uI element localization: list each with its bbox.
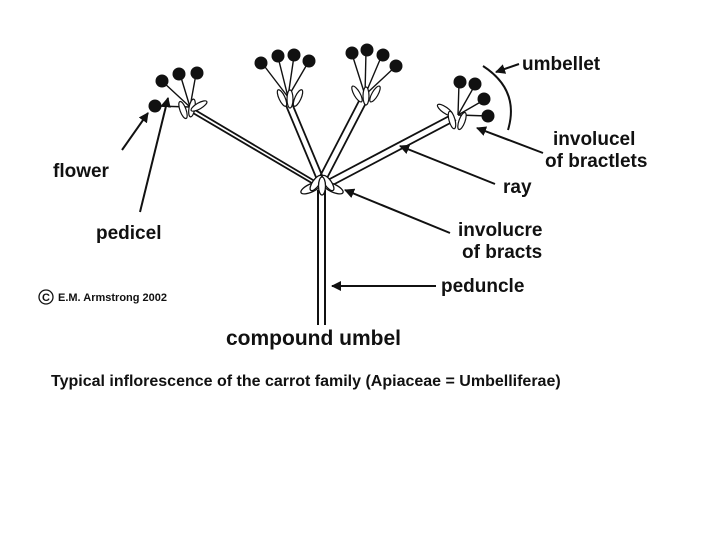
rays [189,98,457,190]
copyright-circle [38,289,54,305]
label-involucel-line2: of bractlets [545,151,647,172]
ray-4 [323,113,457,189]
label-umbellet: umbellet [522,54,601,75]
umbellet-2 [254,48,316,109]
label-involucre-line2: of bracts [462,242,542,263]
label-peduncle: peduncle [441,276,524,297]
arrow-ray [399,144,496,185]
label-involucre-line1: involucre [458,220,542,241]
arrow-flower [121,112,149,151]
umbellet-arc [482,65,512,131]
ray-3 [317,98,368,183]
arrow-involucre [344,188,451,234]
arrow-pedicel [139,97,171,213]
label-pedicel: pedicel [96,223,161,244]
copyright-text: E.M. Armstrong 2002 [58,292,167,304]
copyright-symbol: C [42,292,50,304]
ray-2 [284,100,325,183]
label-involucel-line1: involucel [553,129,635,150]
arrows [121,63,544,291]
diagram-title: compound umbel [226,327,401,350]
diagram-caption: Typical inflorescence of the carrot fami… [51,373,561,390]
involucre-bracts [300,174,344,196]
copyright: C E.M. Armstrong 2002 [38,289,167,305]
umbellet-4 [436,75,495,131]
label-flower: flower [53,161,110,182]
arrow-umbellet [495,63,520,74]
arrow-involucel [476,126,544,154]
peduncle-stem [317,190,326,325]
label-ray: ray [503,177,532,198]
umbellet-3 [345,43,403,106]
umbellet-1 [148,66,208,120]
ray-1 [189,106,323,190]
